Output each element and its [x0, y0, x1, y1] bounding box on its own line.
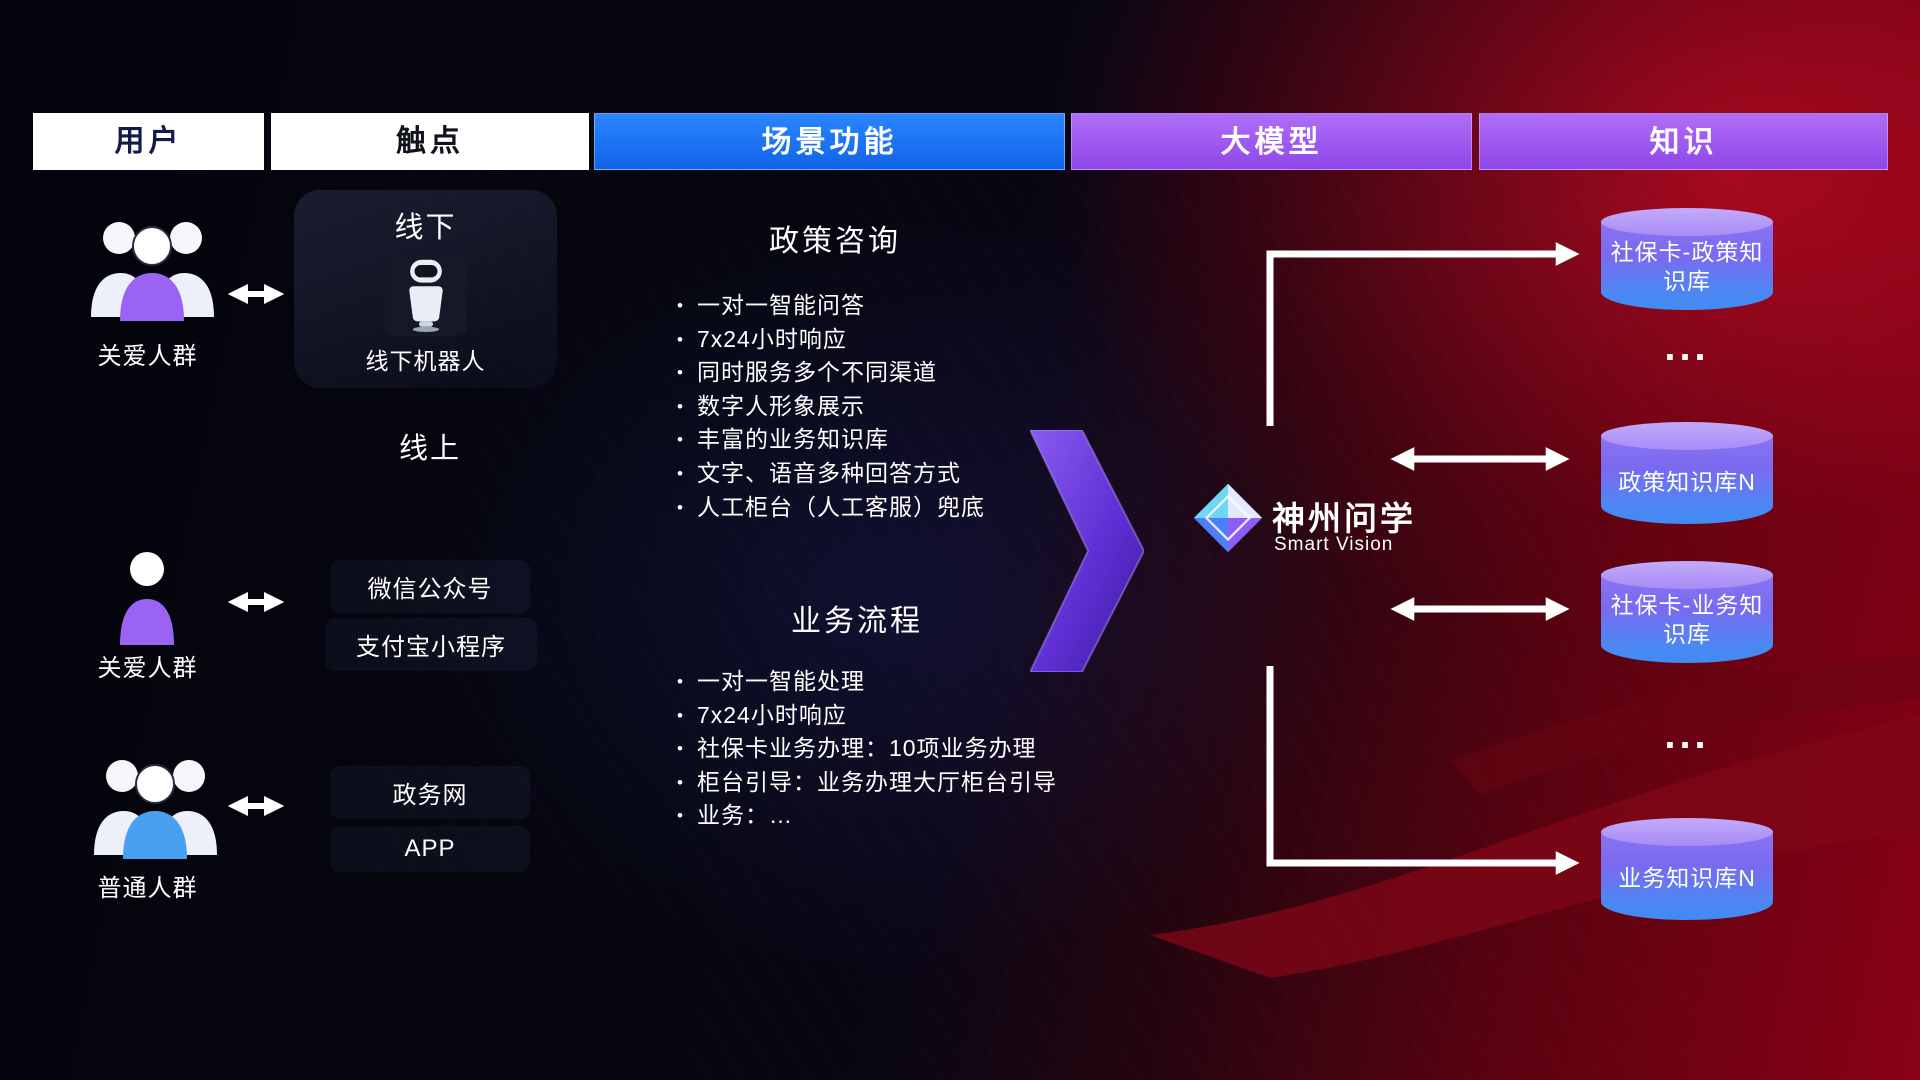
ellipsis-top: ...	[1664, 325, 1710, 369]
bullet-item: 同时服务多个不同渠道	[677, 356, 1137, 390]
offline-touchpoint-panel: 线下 线下机器人	[294, 190, 557, 388]
knowledge-db-label: 社保卡-政策知识库	[1610, 239, 1764, 294]
channel-government-web: 政务网	[330, 766, 530, 819]
cylinder-top	[1601, 818, 1773, 846]
person-purple-icon	[120, 552, 174, 645]
policy-bullet-list: 一对一智能问答 7x24小时响应 同时服务多个不同渠道 数字人形象展示 丰富的业…	[677, 289, 1137, 524]
offline-robot-label: 线下机器人	[365, 348, 486, 374]
flow-arrow-right-icon	[1030, 430, 1144, 672]
bullet-item: 一对一智能处理	[677, 665, 1157, 699]
bullet-item: 丰富的业务知识库	[677, 423, 1137, 457]
robot-image-tile	[384, 254, 467, 336]
channel-alipay-mini-program: 支付宝小程序	[325, 618, 537, 671]
column-header-large-model: 大模型	[1071, 113, 1472, 170]
offline-title: 线下	[394, 212, 457, 244]
ellipsis-bottom: ...	[1664, 713, 1710, 757]
knowledge-db-label: 社保卡-业务知识库	[1610, 592, 1764, 647]
column-header-users: 用户	[33, 113, 264, 170]
people-group-blue-icon	[94, 760, 217, 859]
knowledge-db-label: 政策知识库N	[1618, 469, 1756, 495]
bullet-item: 社保卡业务办理：10项业务办理	[677, 732, 1157, 766]
logo-subtitle: Smart Vision	[1274, 534, 1394, 555]
knowledge-db-label: 业务知识库N	[1618, 865, 1756, 891]
bullet-item: 文字、语音多种回答方式	[677, 457, 1137, 491]
scene-title-business-process: 业务流程	[791, 605, 923, 638]
knowledge-db-business-n: 业务知识库N	[1601, 818, 1773, 920]
people-group-purple-icon	[91, 222, 214, 321]
scene-title-policy-consultation: 政策咨询	[769, 225, 901, 258]
bullet-item: 7x24小时响应	[677, 323, 1137, 357]
cylinder-top	[1601, 422, 1773, 450]
column-header-scene-functions: 场景功能	[594, 113, 1065, 170]
channel-wechat-official-account: 微信公众号	[330, 560, 530, 613]
online-title: 线上	[398, 433, 461, 465]
user-label-caring-group-2: 关爱人群	[97, 655, 198, 682]
knowledge-db-policy-n: 政策知识库N	[1601, 422, 1773, 524]
knowledge-db-social-policy: 社保卡-政策知识库	[1601, 208, 1773, 310]
user-label-general-public: 普通人群	[97, 875, 198, 902]
bullet-item: 一对一智能问答	[677, 289, 1137, 323]
column-header-knowledge: 知识	[1479, 113, 1888, 170]
bullet-item: 数字人形象展示	[677, 390, 1137, 424]
bullet-item: 业务：…	[677, 799, 1157, 833]
diamond-logo-icon	[1193, 483, 1263, 553]
knowledge-db-social-business: 社保卡-业务知识库	[1601, 561, 1773, 663]
user-label-caring-group-1: 关爱人群	[97, 343, 198, 370]
bullet-item: 柜台引导：业务办理大厅柜台引导	[677, 766, 1157, 800]
process-bullet-list: 一对一智能处理 7x24小时响应 社保卡业务办理：10项业务办理 柜台引导：业务…	[677, 665, 1157, 833]
cylinder-top	[1601, 208, 1773, 236]
bullet-item: 人工柜台（人工客服）兜底	[677, 491, 1137, 525]
column-header-touchpoints: 触点	[271, 113, 589, 170]
channel-app: APP	[330, 826, 530, 872]
cylinder-top	[1601, 561, 1773, 589]
robot-icon	[408, 259, 443, 332]
logo-name: 神州问学	[1272, 500, 1416, 537]
bullet-item: 7x24小时响应	[677, 699, 1157, 733]
